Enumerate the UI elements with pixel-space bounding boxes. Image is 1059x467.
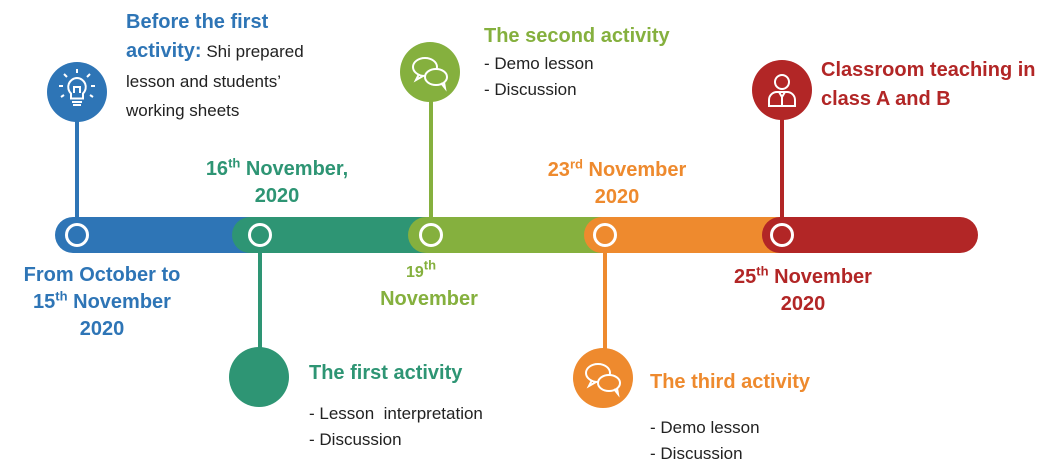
milestone-4-date: 23rd November 2020: [524, 157, 710, 211]
classroom-teaching-circle: [752, 60, 812, 120]
speech-bubbles-icon: [412, 57, 448, 92]
milestone-4-date-year: 2020: [594, 186, 640, 208]
milestone-4-date-month: November: [582, 159, 687, 181]
milestone-1-title-line1: Before the first: [126, 11, 269, 33]
milestone-3-description: The second activity - Demo lesson - Disc…: [484, 23, 670, 103]
milestone-5-description: Classroom teaching in class A and B: [821, 56, 1036, 114]
milestone-1-date-month: November: [67, 291, 171, 313]
connector-line-orange: [603, 246, 607, 354]
timeline-node-orange: [593, 223, 617, 247]
first-activity-circle: [229, 347, 289, 407]
milestone-5-date-month: November: [768, 266, 872, 288]
milestone-1-date-line1: From October to: [23, 264, 181, 286]
third-activity-circle: [573, 348, 633, 408]
milestone-4-date-num: 23: [547, 159, 570, 181]
list-item: - Discussion: [309, 430, 402, 449]
milestone-4-date-suffix: rd: [569, 156, 583, 172]
milestone-4-title: The third activity: [650, 371, 811, 393]
milestone-3-date-num: 19: [406, 264, 424, 281]
milestone-2-date-num: 16: [205, 158, 229, 180]
milestone-1-title-line2: activity:: [126, 40, 202, 62]
timeline-node-red: [770, 223, 794, 247]
milestone-3-title: The second activity: [484, 25, 670, 47]
milestone-1-date-year: 2020: [79, 318, 125, 340]
list-item: - Demo lesson: [650, 418, 760, 437]
milestone-3-date-month: November: [380, 288, 478, 310]
milestone-2-date: 16th November, 2020: [182, 156, 372, 210]
milestone-3-items: - Demo lesson - Discussion: [484, 51, 670, 103]
timeline-node-blue: [65, 223, 89, 247]
milestone-1-desc-line4: working sheets: [126, 101, 240, 120]
milestone-4-items: - Demo lesson - Discussion: [650, 415, 810, 467]
milestone-2-date-suffix: th: [228, 155, 241, 171]
milestone-5-date-year: 2020: [780, 293, 826, 315]
connector-line-red: [780, 115, 784, 223]
milestone-4-description: The third activity - Demo lesson - Discu…: [650, 369, 810, 467]
connector-line-teal: [258, 246, 262, 354]
lightbulb-circle: [47, 62, 107, 122]
milestone-1-description: Before the first activity: Shi prepared …: [126, 8, 304, 125]
milestone-5-date: 25th November 2020: [710, 264, 896, 318]
timeline-node-teal: [248, 223, 272, 247]
milestone-1-date-num: 15: [33, 291, 56, 313]
milestone-1-date: From October to 15th November 2020: [8, 262, 196, 343]
milestone-3-date: 19th November: [368, 258, 490, 313]
milestone-5-date-suffix: th: [756, 263, 769, 279]
list-item: - Demo lesson: [484, 54, 594, 73]
speech-bubbles-icon: [585, 363, 621, 398]
list-item: - Discussion: [484, 80, 577, 99]
milestone-2-date-year: 2020: [254, 185, 300, 207]
milestone-3-date-suffix: th: [423, 257, 437, 273]
milestone-5-title-line2: class A and B: [821, 88, 951, 110]
milestone-2-items: - Lesson interpretation - Discussion: [309, 401, 483, 453]
list-item: - Discussion: [650, 444, 743, 463]
milestone-2-description: The first activity - Lesson interpretati…: [309, 360, 483, 453]
milestone-2-date-month: November,: [240, 158, 349, 180]
connector-line-green: [429, 100, 433, 223]
second-activity-circle: [400, 42, 460, 102]
timeline-segment-red: [762, 217, 978, 253]
timeline-node-green: [419, 223, 443, 247]
list-item: - Lesson interpretation: [309, 404, 483, 423]
milestone-1-desc-line2: Shi prepared: [201, 42, 304, 61]
milestone-2-title: The first activity: [309, 362, 463, 384]
teacher-person-icon: [768, 74, 796, 107]
milestone-1-date-suffix: th: [55, 288, 68, 304]
milestone-5-title-line1: Classroom teaching in: [821, 59, 1036, 81]
milestone-1-desc-line3: lesson and students’: [126, 72, 281, 91]
milestone-5-date-num: 25: [734, 266, 757, 288]
lightbulb-icon: [59, 69, 95, 106]
connector-line-blue: [75, 115, 79, 223]
